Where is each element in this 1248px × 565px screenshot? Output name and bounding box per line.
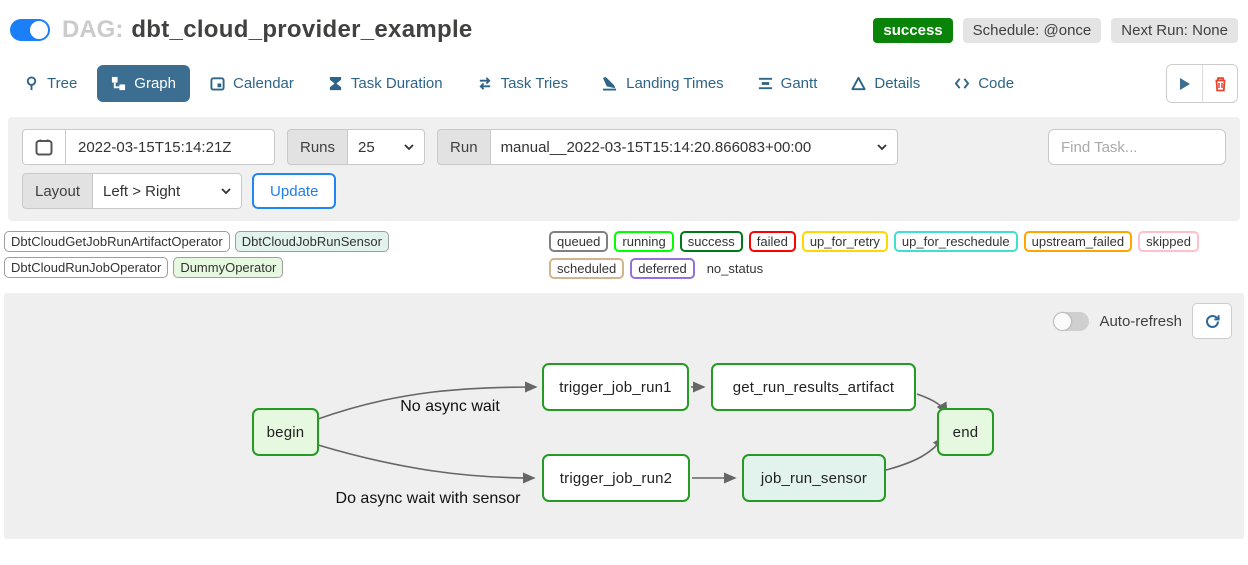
tab-task-duration[interactable]: Task Duration: [314, 65, 457, 102]
update-button[interactable]: Update: [252, 173, 337, 209]
operator-badge: DbtCloudGetJobRunArtifactOperator: [4, 231, 230, 252]
find-task-input[interactable]: [1048, 129, 1226, 165]
runs-group: Runs 25: [287, 129, 426, 165]
code-icon: [954, 78, 970, 89]
dag-title: dbt_cloud_provider_example: [131, 16, 473, 43]
play-icon: [1179, 77, 1190, 90]
tab-label: Graph: [134, 75, 176, 92]
dag-header: DAG: dbt_cloud_provider_example success …: [0, 0, 1248, 50]
status-badge[interactable]: up_for_retry: [801, 231, 888, 252]
tab-calendar[interactable]: Calendar: [196, 65, 308, 102]
operator-legend: DbtCloudGetJobRunArtifactOperator DbtClo…: [4, 231, 549, 278]
pin-icon: [26, 76, 37, 91]
schedule-badge: Schedule: @once: [962, 17, 1102, 43]
dag-graph-panel: Auto-refresh begin trigger_job_run1 get_…: [4, 293, 1244, 539]
tab-label: Task Duration: [350, 75, 443, 92]
layout-group: Layout Left > Right: [22, 173, 243, 209]
tab-label: Calendar: [233, 75, 294, 92]
tab-tree[interactable]: Tree: [10, 65, 91, 102]
dag-actions-group: [1166, 64, 1238, 103]
status-legend: queued running success failed up_for_ret…: [549, 231, 1244, 279]
dag-edges: [317, 381, 948, 484]
operator-badge: DbtCloudJobRunSensor: [234, 231, 389, 252]
calendar-icon: [35, 139, 53, 156]
calendar-addon[interactable]: [22, 129, 65, 165]
toggle-knob: [1054, 312, 1072, 330]
chevron-down-icon: [404, 144, 414, 151]
no-status-label: no_status: [706, 261, 764, 276]
filter-panel: Runs 25 Run manual__2022-03-15T15:14:20.…: [8, 117, 1240, 221]
tab-label: Code: [978, 75, 1015, 92]
layout-select[interactable]: Left > Right: [92, 173, 243, 209]
execution-date-input[interactable]: [65, 129, 275, 165]
status-badge[interactable]: up_for_reschedule: [893, 231, 1018, 252]
tab-graph[interactable]: Graph: [97, 65, 190, 102]
trigger-dag-button[interactable]: [1167, 65, 1202, 102]
tab-label: Landing Times: [626, 75, 724, 92]
legend: DbtCloudGetJobRunArtifactOperator DbtClo…: [0, 221, 1248, 283]
layout-selected-value: Left > Right: [103, 182, 181, 200]
toggle-knob: [30, 21, 48, 39]
run-group: Run manual__2022-03-15T15:14:20.866083+0…: [437, 129, 898, 165]
chevron-down-icon: [876, 144, 887, 151]
operator-badge: DbtCloudRunJobOperator: [4, 257, 169, 278]
status-badge[interactable]: skipped: [1138, 231, 1199, 252]
tab-code[interactable]: Code: [940, 65, 1028, 102]
status-badge[interactable]: running: [614, 231, 674, 252]
status-badge[interactable]: deferred: [630, 258, 695, 279]
trash-icon: [1215, 76, 1225, 91]
tab-landing-times[interactable]: Landing Times: [588, 65, 738, 102]
gantt-icon: [758, 77, 772, 90]
auto-refresh-label: Auto-refresh: [1099, 312, 1182, 330]
tab-task-tries[interactable]: Task Tries: [463, 65, 583, 102]
view-tabbar: Tree Graph Calendar Task Duration Task T…: [0, 50, 1248, 103]
triangle-icon: [851, 76, 866, 91]
operator-badge: DummyOperator: [173, 257, 284, 278]
graph-icon: [112, 76, 126, 91]
task-node-job-run-sensor[interactable]: job_run_sensor: [742, 454, 886, 502]
next-run-badge: Next Run: None: [1111, 17, 1238, 43]
dag-prefix-label: DAG:: [62, 16, 124, 43]
runs-label: Runs: [287, 129, 348, 165]
edge-label-no-async-wait: No async wait: [400, 398, 500, 415]
repeat-icon: [479, 77, 491, 90]
chevron-down-icon: [221, 188, 231, 195]
task-node-trigger-job-run1[interactable]: trigger_job_run1: [542, 363, 689, 411]
status-badge[interactable]: failed: [748, 231, 796, 252]
status-badge[interactable]: scheduled: [549, 258, 625, 279]
tab-label: Tree: [47, 75, 78, 92]
tab-label: Gantt: [780, 75, 818, 92]
refresh-button[interactable]: [1192, 303, 1232, 339]
tab-label: Task Tries: [500, 75, 569, 92]
status-badge[interactable]: upstream_failed: [1023, 231, 1133, 252]
task-node-end[interactable]: end: [937, 408, 994, 456]
task-node-begin[interactable]: begin: [252, 408, 319, 456]
hourglass-icon: [329, 76, 341, 91]
auto-refresh-toggle[interactable]: [1053, 311, 1090, 331]
execution-date-group: [22, 129, 275, 165]
tab-details[interactable]: Details: [837, 65, 934, 102]
run-select[interactable]: manual__2022-03-15T15:14:20.866083+00:00: [489, 129, 898, 165]
delete-dag-button[interactable]: [1202, 65, 1237, 102]
status-badge[interactable]: success: [679, 231, 743, 252]
run-selected-value: manual__2022-03-15T15:14:20.866083+00:00: [500, 138, 812, 156]
calendar-icon: [210, 77, 225, 91]
dag-status-badge[interactable]: success: [873, 17, 953, 43]
run-label: Run: [437, 129, 490, 165]
runs-select[interactable]: 25: [347, 129, 426, 165]
runs-selected-value: 25: [358, 138, 375, 156]
plane-landing-icon: [603, 76, 617, 91]
tab-label: Details: [874, 75, 921, 92]
status-badge[interactable]: queued: [549, 231, 609, 252]
tab-gantt[interactable]: Gantt: [744, 65, 832, 102]
task-node-trigger-job-run2[interactable]: trigger_job_run2: [542, 454, 690, 502]
layout-label: Layout: [22, 173, 93, 209]
dag-pause-toggle[interactable]: [10, 19, 50, 41]
task-node-get-run-results-artifact[interactable]: get_run_results_artifact: [711, 363, 916, 411]
refresh-icon: [1205, 314, 1220, 328]
edge-label-do-async-wait: Do async wait with sensor: [335, 490, 521, 507]
